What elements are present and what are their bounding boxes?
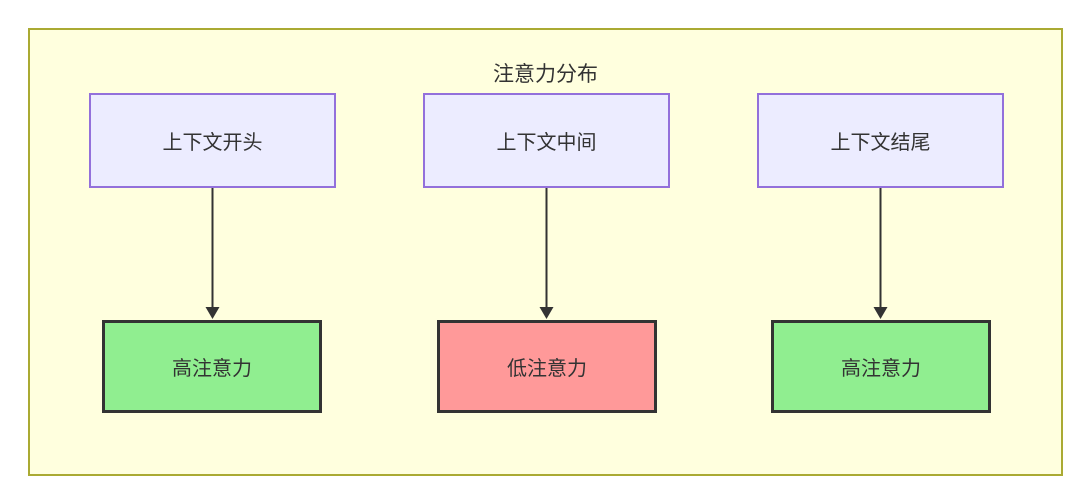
node-context-middle: 上下文中间: [423, 93, 670, 188]
node-context-end-label: 上下文结尾: [830, 132, 931, 154]
node-context-end: 上下文结尾: [757, 93, 1004, 188]
node-low-attention-middle-label: 低注意力: [507, 358, 587, 380]
node-low-attention-middle: 低注意力: [437, 320, 657, 413]
cluster-title: 注意力分布: [493, 63, 598, 86]
node-context-start: 上下文开头: [89, 93, 336, 188]
node-high-attention-start: 高注意力: [102, 320, 322, 413]
node-high-attention-end-label: 高注意力: [841, 358, 921, 380]
node-context-middle-label: 上下文中间: [496, 132, 597, 154]
node-high-attention-start-label: 高注意力: [172, 358, 252, 380]
node-high-attention-end: 高注意力: [771, 320, 991, 413]
node-context-start-label: 上下文开头: [162, 132, 263, 154]
